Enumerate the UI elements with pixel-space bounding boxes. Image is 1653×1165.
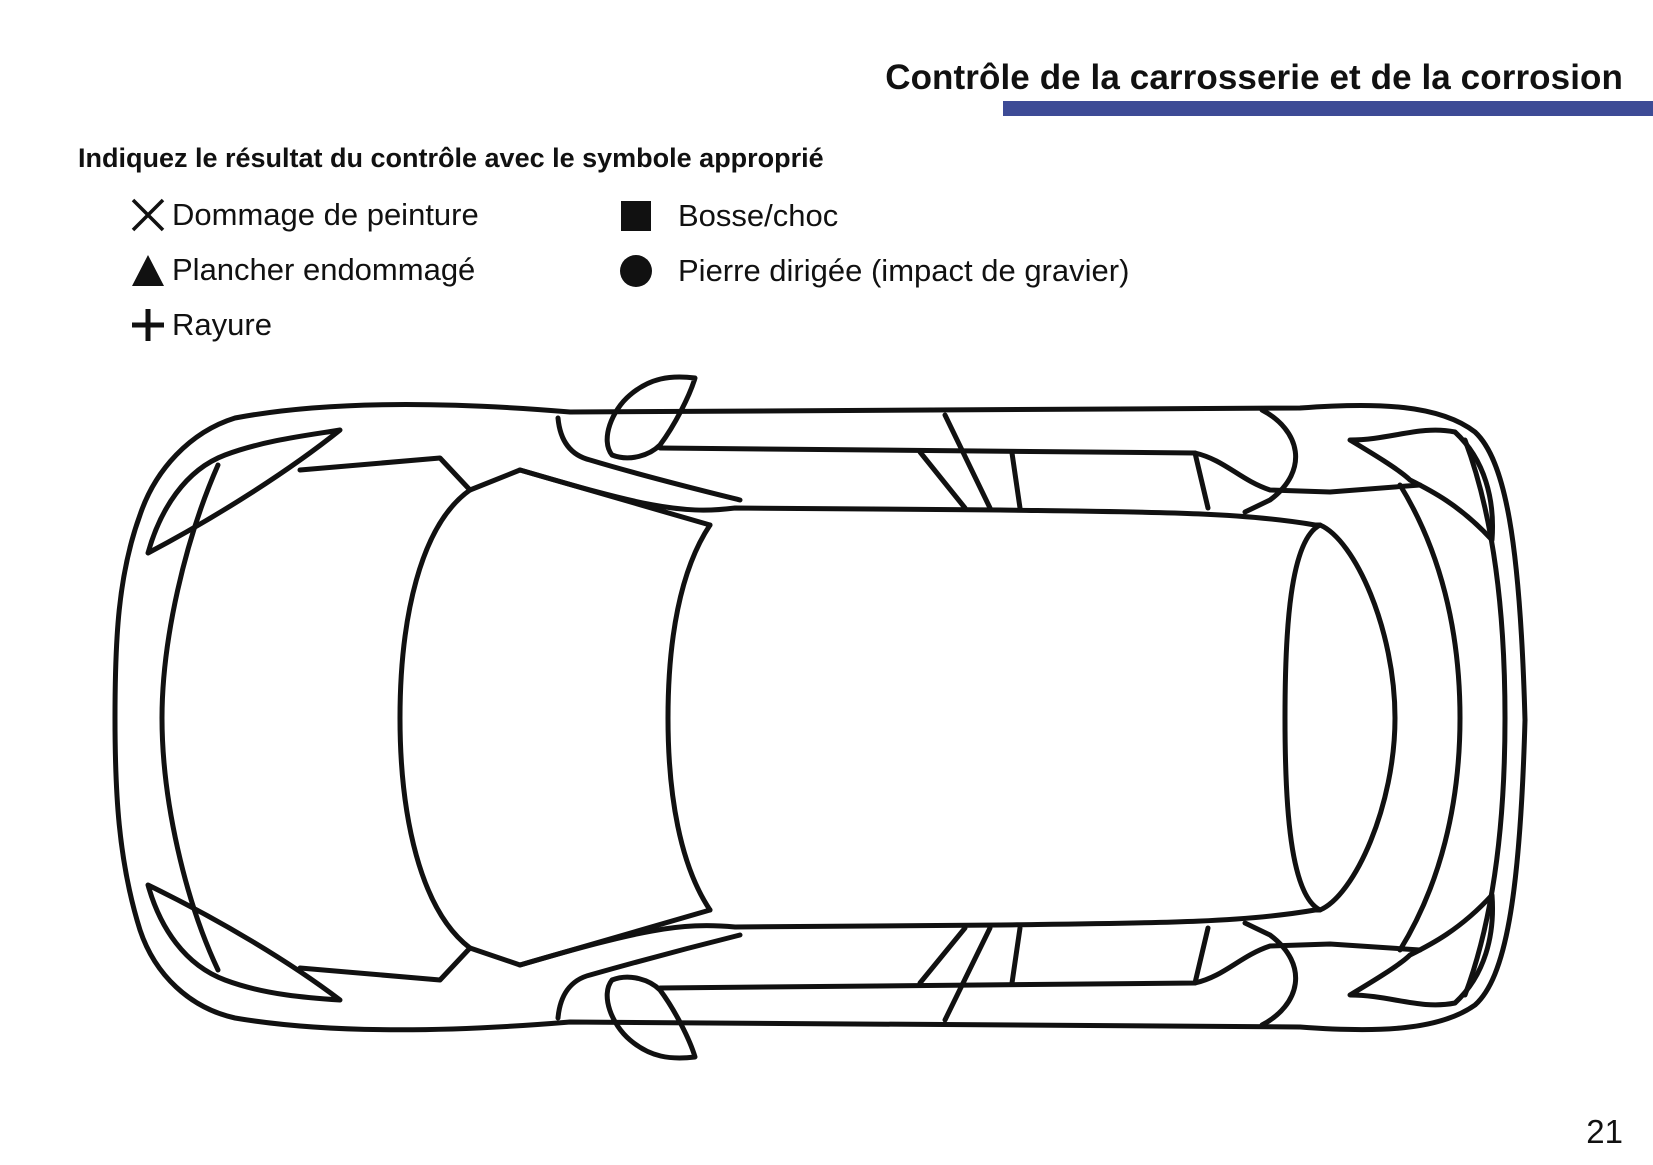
title-underline-bar xyxy=(1003,101,1653,116)
headlight-right xyxy=(145,882,343,1003)
legend-scratch: Rayure xyxy=(130,307,272,343)
page-number: 21 xyxy=(1586,1113,1623,1150)
square-icon xyxy=(618,198,654,234)
legend-label: Rayure xyxy=(172,307,272,342)
plus-icon xyxy=(130,307,166,343)
legend-label: Pierre dirigée (impact de gravier) xyxy=(678,253,1130,288)
taillight-right xyxy=(1347,892,1495,1008)
legend-paint-damage: Dommage de peinture xyxy=(130,197,479,233)
taillight-left xyxy=(1347,427,1495,543)
car-hood xyxy=(297,455,713,983)
headlight-left xyxy=(145,427,343,556)
triangle-icon xyxy=(130,252,166,288)
legend-label: Bosse/choc xyxy=(678,198,839,233)
circle-icon xyxy=(618,253,654,289)
page-title: Contrôle de la carrosserie et de la corr… xyxy=(885,58,1623,97)
car-body-outline xyxy=(112,401,1528,1033)
legend-dent: Bosse/choc xyxy=(618,198,838,234)
legend-stone-chip: Pierre dirigée (impact de gravier) xyxy=(618,253,1129,289)
car-roof xyxy=(665,522,713,913)
legend-label: Plancher endommagé xyxy=(172,252,476,287)
rear-window xyxy=(1282,522,1398,913)
legend-label: Dommage de peinture xyxy=(172,197,479,232)
mirror-right xyxy=(604,974,698,1061)
legend-floor-damage: Plancher endommagé xyxy=(130,252,475,288)
cross-icon xyxy=(130,197,166,233)
car-inner-outline xyxy=(159,462,221,973)
instruction-text: Indiquez le résultat du contrôle avec le… xyxy=(78,143,824,173)
mirror-left xyxy=(604,374,698,461)
